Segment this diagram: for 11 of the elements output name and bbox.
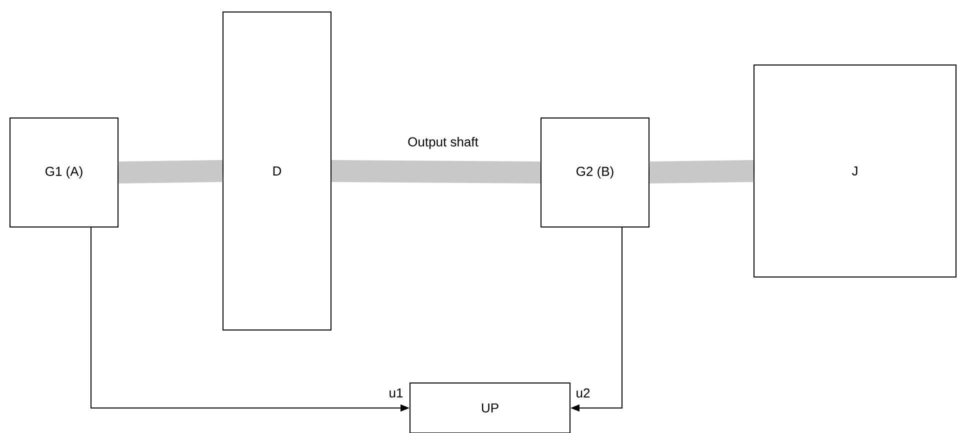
edge-label: u1 (388, 387, 404, 399)
shaft-bar (118, 160, 223, 184)
block-box: J (754, 64, 956, 278)
shaft-bar (649, 160, 754, 184)
block-box: G2 (B) (540, 118, 650, 228)
block-box: D (222, 12, 332, 330)
edge-label: u2 (574, 387, 592, 399)
edge-label: Output shaft (406, 136, 480, 150)
shaft-bar (331, 160, 541, 184)
block-box: UP (410, 382, 570, 433)
block-box: G1 (A) (10, 118, 119, 228)
